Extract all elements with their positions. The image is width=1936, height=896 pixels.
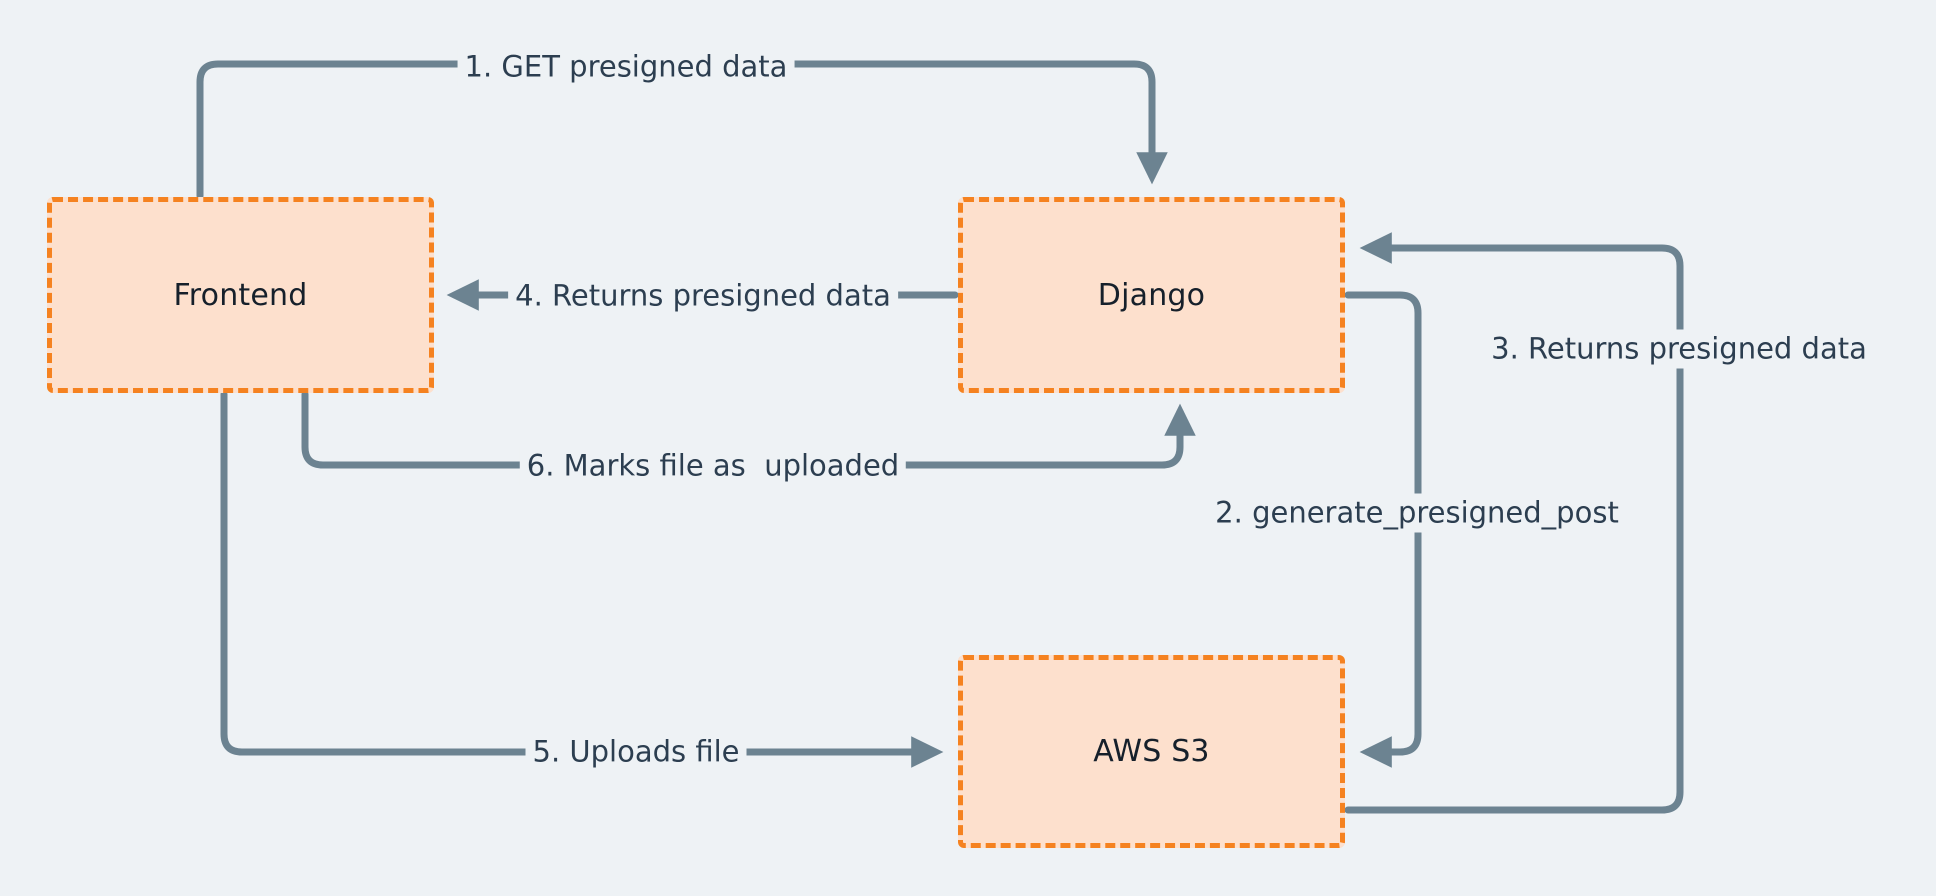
- node-aws-s3[interactable]: AWS S3: [958, 655, 1345, 848]
- edge-label-step3: 3. Returns presigned data: [1484, 329, 1874, 369]
- edge-label-step4: 4. Returns presigned data: [508, 276, 898, 316]
- node-django[interactable]: Django: [958, 197, 1345, 393]
- edge-label-step6: 6. Marks file as uploaded: [519, 446, 907, 486]
- node-aws-s3-label: AWS S3: [1093, 734, 1210, 769]
- connector-step3: [1344, 232, 1684, 814]
- node-django-label: Django: [1097, 277, 1206, 313]
- node-frontend[interactable]: Frontend: [47, 197, 434, 393]
- edge-label-step2: 2. generate_presigned_post: [1208, 493, 1626, 533]
- node-frontend-label: Frontend: [173, 277, 308, 313]
- edge-label-step5: 5. Uploads file: [525, 732, 747, 772]
- edge-label-step1: 1. GET presigned data: [457, 47, 795, 87]
- connector-step5: [220, 390, 944, 768]
